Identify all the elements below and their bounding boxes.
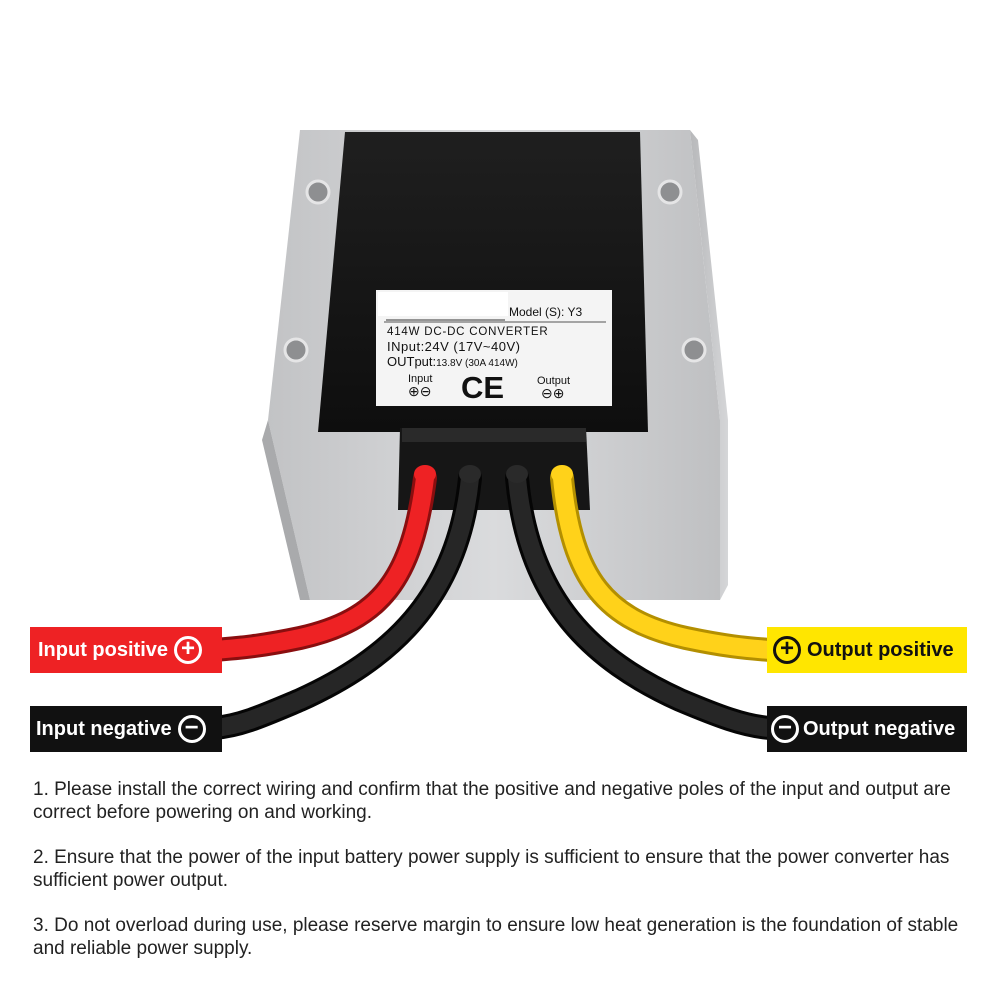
sticker-title: 414W DC-DC CONVERTER: [387, 326, 548, 338]
label-input-positive: Input positive +: [30, 627, 222, 673]
sticker-input-spec: INput:24V (17V~40V): [387, 339, 520, 354]
plus-circle-icon: +: [174, 636, 202, 664]
label-output-negative: − Output negative: [767, 706, 967, 752]
mounting-hole-bottom-right: [681, 337, 707, 363]
sticker-input-polarity-icon: ⊕⊖: [408, 383, 431, 399]
mounting-hole-top-right: [657, 179, 683, 205]
plus-circle-icon: +: [773, 636, 801, 664]
sticker-model: Model (S): Y3: [509, 305, 582, 319]
instructions: 1. Please install the correct wiring and…: [33, 778, 978, 982]
wire-output-negative: [508, 469, 779, 737]
sticker-output-spec: OUTput:13.8V (30A 414W): [387, 354, 518, 369]
sticker-input-label: Input: [408, 373, 432, 385]
label-input-negative-text: Input negative: [36, 717, 172, 740]
sticker-output-label: Output: [537, 375, 570, 387]
wires: [202, 466, 782, 740]
wire-input-positive: [205, 469, 434, 659]
instruction-3: 3. Do not overload during use, please re…: [33, 915, 959, 959]
label-input-negative: Input negative −: [30, 706, 222, 752]
instruction-2: 2. Ensure that the power of the input ba…: [33, 847, 950, 891]
label-output-negative-text: Output negative: [803, 717, 956, 740]
wire-output-positive: [553, 469, 779, 659]
wire-end-input-negative: [459, 465, 481, 483]
wire-end-output-positive: [551, 465, 573, 483]
gland-top-edge: [402, 428, 586, 442]
minus-circle-icon: −: [177, 715, 206, 743]
minus-circle-icon: −: [771, 715, 799, 743]
wire-ends: [414, 465, 573, 483]
label-output-positive-text: Output positive: [807, 638, 954, 661]
ce-mark: CE: [461, 370, 504, 405]
label-input-positive-text: Input positive: [38, 638, 168, 661]
mounting-hole-top-left: [305, 179, 331, 205]
wire-input-negative: [205, 469, 479, 737]
mounting-hole-bottom-left: [283, 337, 309, 363]
enclosure-left-side: [262, 420, 310, 600]
label-sticker: Model (S): Y3 414W DC-DC CONVERTER INput…: [376, 290, 612, 406]
label-output-positive: + Output positive: [767, 627, 967, 673]
wire-end-input-positive: [414, 465, 436, 483]
enclosure-right-side: [690, 130, 728, 600]
sticker-output-polarity-icon: ⊖⊕: [541, 385, 564, 401]
converter-product-illustration: Model (S): Y3 414W DC-DC CONVERTER INput…: [202, 130, 782, 740]
instruction-1: 1. Please install the correct wiring and…: [33, 779, 951, 823]
cable-gland: [398, 428, 590, 510]
wire-end-output-negative: [506, 465, 528, 483]
